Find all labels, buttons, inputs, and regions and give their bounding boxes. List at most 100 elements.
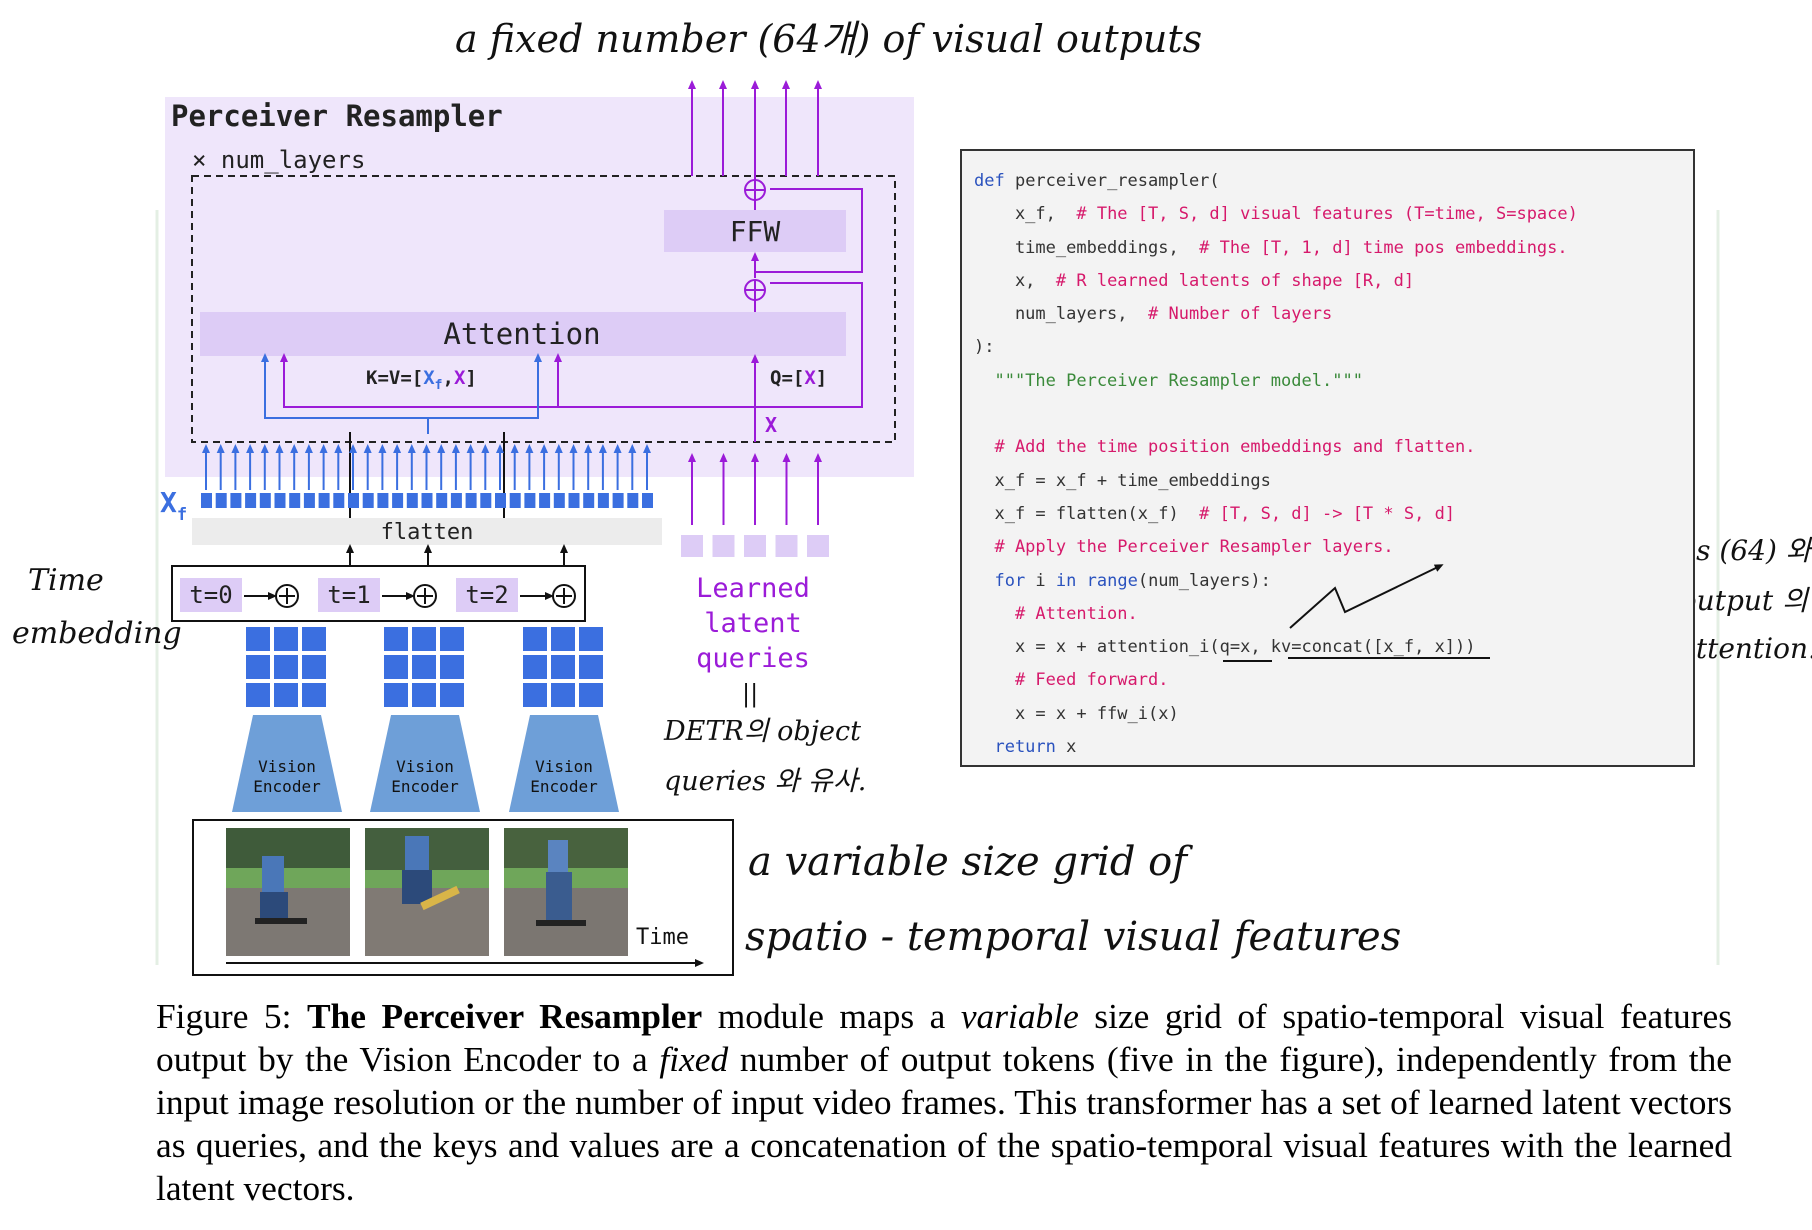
xf-token xyxy=(421,493,433,508)
patch-cell xyxy=(412,627,436,651)
resampler-title: Perceiver Resampler xyxy=(171,99,503,133)
xf-token xyxy=(465,493,477,508)
latent-query xyxy=(744,535,766,557)
xf-token xyxy=(539,493,551,508)
patch-cell xyxy=(246,655,270,679)
time-steps: t=0 t=1 t=2 xyxy=(180,578,576,612)
code-comment: # Feed forward. xyxy=(974,670,1169,691)
vision-encoder-label: Vision xyxy=(535,757,593,776)
layers-dashed-box xyxy=(191,175,896,443)
patch-cell xyxy=(579,683,603,707)
kv-blue-path xyxy=(261,353,542,434)
code-annotation-strokes xyxy=(1223,564,1490,662)
patch-cell xyxy=(274,627,298,651)
xf-token xyxy=(377,493,389,508)
attention-label: Attention xyxy=(443,317,600,351)
latent-query xyxy=(775,535,798,557)
code-text: x_f = flatten(x_f) xyxy=(974,503,1200,524)
time-step-label: t=2 xyxy=(465,581,508,609)
patch-cell xyxy=(551,627,575,651)
caption-prefix: Figure 5: xyxy=(156,996,307,1036)
patch-cell xyxy=(579,627,603,651)
patch-cell xyxy=(579,655,603,679)
num-layers-label: × num_layers xyxy=(192,146,365,174)
residual-paths xyxy=(280,179,863,442)
vision-encoder-block xyxy=(232,715,342,812)
xf-token xyxy=(480,493,492,508)
xf-token xyxy=(245,493,257,508)
patch-cell xyxy=(551,683,575,707)
code-text: (num_layers): xyxy=(1137,570,1271,591)
patch-cell xyxy=(274,655,298,679)
xf-token xyxy=(597,493,609,508)
xf-token xyxy=(627,493,639,508)
xf-token xyxy=(215,493,227,508)
xf-token xyxy=(303,493,315,508)
vision-encoder-label: Encoder xyxy=(253,777,321,796)
patch-cell xyxy=(274,683,298,707)
learned-latents xyxy=(681,453,829,557)
xf-token xyxy=(259,493,271,508)
xf-token xyxy=(612,493,624,508)
perceiver-resampler-diagram: a fixed number (64개) of visual outputs P… xyxy=(12,17,1812,976)
equals-mark: || xyxy=(742,680,758,709)
flatten-label: flatten xyxy=(381,520,474,545)
code-kw: range xyxy=(1086,570,1138,591)
code-kw: in xyxy=(1055,570,1077,591)
vision-encoder-label: Encoder xyxy=(391,777,459,796)
time-step-box xyxy=(456,578,518,612)
code-comment: # R learned latents of shape [R, d] xyxy=(1055,270,1415,291)
xf-token xyxy=(450,493,462,508)
code-listing: def perceiver_resampler( x_f, # The [T, … xyxy=(960,149,1695,767)
code-text: perceiver_resampler( xyxy=(1004,171,1220,191)
patch-cell xyxy=(551,655,575,679)
patch-cell xyxy=(440,683,464,707)
caption-italic: fixed xyxy=(659,1039,729,1079)
figure-caption: Figure 5: The Perceiver Resampler module… xyxy=(156,995,1732,1210)
time-step-box xyxy=(318,578,380,612)
code-kw: def xyxy=(974,171,1005,191)
time-step-box xyxy=(180,578,242,612)
time-step-label: t=1 xyxy=(327,581,370,609)
xf-token-row xyxy=(201,493,653,508)
code-text: x = x + attention_i(q=x, kv=concat([x_f,… xyxy=(974,637,1476,658)
xf-token xyxy=(524,493,536,508)
xf-token xyxy=(201,493,212,508)
vision-encoder-label: Vision xyxy=(258,757,316,776)
patch-cell xyxy=(412,683,436,707)
time-axis-label: Time xyxy=(636,925,689,950)
vision-encoder-block xyxy=(370,715,480,812)
caption-italic: variable xyxy=(960,996,1079,1036)
code-text: num_layers, xyxy=(974,304,1148,325)
patch-cell xyxy=(302,627,326,651)
patch-cell xyxy=(302,655,326,679)
patch-cell xyxy=(440,627,464,651)
code-text: x_f = x_f + time_embeddings xyxy=(974,470,1271,491)
time-step-label: t=0 xyxy=(189,581,232,609)
patch-cell xyxy=(302,683,326,707)
ffw-label: FFW xyxy=(730,215,781,248)
code-text: x, xyxy=(974,270,1056,291)
xf-token xyxy=(274,493,286,508)
xf-token xyxy=(362,493,374,508)
code-text: x = x + ffw_i(x) xyxy=(974,703,1179,724)
xf-token xyxy=(553,493,565,508)
patch-cell xyxy=(440,655,464,679)
video-frame xyxy=(504,828,628,956)
caption-bold: The Perceiver Resampler xyxy=(306,996,703,1036)
patch-cell xyxy=(246,683,270,707)
xf-token xyxy=(318,493,330,508)
code-comment: # [T, S, d] -> [T * S, d] xyxy=(1199,503,1456,524)
latent-query xyxy=(681,535,703,557)
code-text: x_f, xyxy=(974,204,1077,225)
code-comment: # The [T, S, d] visual features (T=time,… xyxy=(1076,204,1578,225)
vision-encoder-block xyxy=(509,715,619,812)
xf-token xyxy=(642,493,653,508)
x-latent-label: X xyxy=(765,413,777,437)
code-comment: # Number of layers xyxy=(1148,304,1333,325)
